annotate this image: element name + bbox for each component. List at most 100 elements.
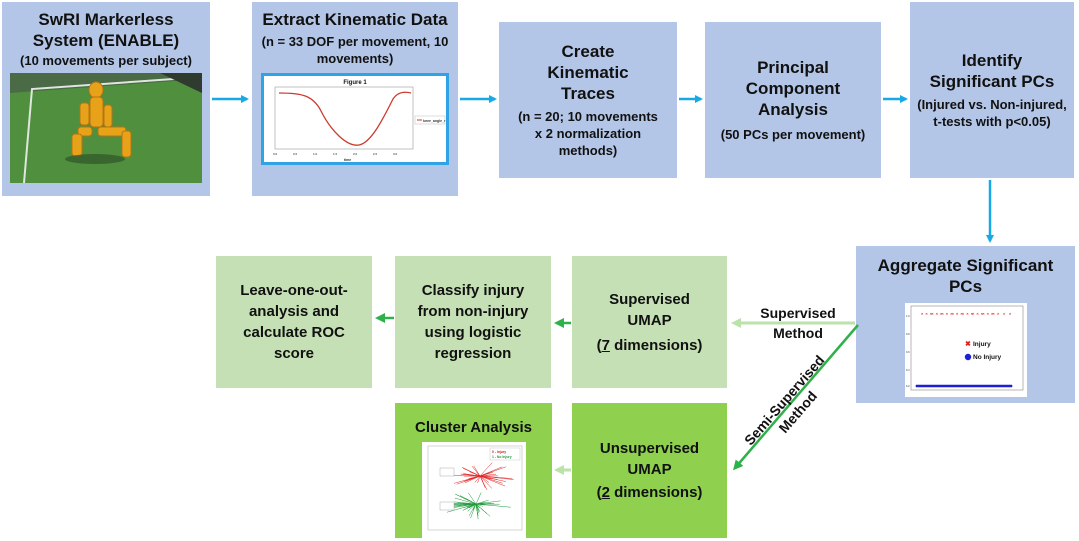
no-injury-marker xyxy=(915,384,918,388)
cluster-ray xyxy=(479,475,505,487)
unsupervised-title: Unsupervised UMAP xyxy=(599,440,700,478)
cluster-box: Cluster Analysis 0 - Injury 1 - No Injur… xyxy=(395,403,552,538)
cluster-ray xyxy=(475,503,486,514)
unsupervised-umap-box: Unsupervised UMAP (2 dimensions) xyxy=(572,403,727,538)
no-injury-marker xyxy=(973,384,976,388)
cluster-ray xyxy=(457,502,476,505)
unsupervised-dims-rest: dimensions) xyxy=(609,484,703,501)
no-injury-marker xyxy=(921,384,924,388)
no-injury-legend-label: No Injury xyxy=(973,354,1002,361)
no-injury-marker xyxy=(959,384,962,388)
extract-sub: (n = 33 DOF per movement, 10 movements) xyxy=(261,34,449,66)
cluster-ray xyxy=(462,503,476,511)
supervised-method-label: Supervised Method xyxy=(748,303,848,343)
no-injury-marker xyxy=(945,384,948,388)
cluster-legend-b: 1 - No Injury xyxy=(492,455,512,459)
arrow-aggregate-to-unsupervised xyxy=(733,324,859,471)
cluster-ray xyxy=(479,475,514,480)
supervised-method-text: Supervised Method xyxy=(760,305,836,341)
swri-title: SwRI Markerless System (ENABLE) xyxy=(32,10,180,50)
supervised-sub: (7 dimensions) xyxy=(596,336,703,354)
identify-title: Identify Significant PCs xyxy=(929,51,1055,91)
no-injury-marker xyxy=(933,384,936,388)
cluster-ray xyxy=(466,503,476,512)
svg-text:1.5: 1.5 xyxy=(333,152,338,156)
no-injury-marker xyxy=(943,384,946,388)
pca-title: Principal Component Analysis xyxy=(745,58,841,119)
aggregate-box: Aggregate Significant PCs ××××××××××××××… xyxy=(856,246,1075,403)
no-injury-marker xyxy=(955,384,958,388)
svg-text:0.0: 0.0 xyxy=(273,152,278,156)
svg-text:0.5: 0.5 xyxy=(293,152,298,156)
cluster-scatter-plot: 0 - Injury 1 - No Injury xyxy=(421,442,526,538)
injury-marker: × xyxy=(961,311,964,316)
no-injury-marker xyxy=(971,384,974,388)
supervised-umap-box: Supervised UMAP (7 dimensions) xyxy=(572,256,727,388)
no-injury-marker xyxy=(995,384,998,388)
injury-marker: × xyxy=(976,311,979,316)
injury-legend-label: Injury xyxy=(973,341,991,348)
no-injury-marker xyxy=(991,384,994,388)
svg-text:1.0: 1.0 xyxy=(906,315,910,318)
no-injury-marker xyxy=(1001,384,1004,388)
no-injury-marker xyxy=(937,384,940,388)
no-injury-markers xyxy=(915,384,1012,388)
supervised-dims: 7 xyxy=(601,336,610,354)
injury-marker: × xyxy=(966,311,969,316)
no-injury-marker xyxy=(1009,384,1012,388)
svg-text:0.6: 0.6 xyxy=(906,351,910,354)
cluster-ray xyxy=(471,465,480,477)
no-injury-marker xyxy=(927,384,930,388)
cluster-ray xyxy=(479,475,492,489)
injury-marker: × xyxy=(970,311,973,316)
loo-box: Leave-one-out-analysis and calculate ROC… xyxy=(216,256,372,388)
cluster-rays xyxy=(440,462,514,520)
no-injury-legend-marker xyxy=(964,353,971,361)
injury-marker: × xyxy=(960,311,963,316)
swri-sub: (10 movements per subject) xyxy=(20,53,192,68)
no-injury-marker xyxy=(931,384,934,388)
cluster-ray xyxy=(479,475,503,484)
cluster-ray xyxy=(461,467,480,477)
no-injury-marker xyxy=(983,384,986,388)
traces-box: Create Kinematic Traces (n = 20; 10 move… xyxy=(499,22,677,178)
no-injury-marker xyxy=(935,384,938,388)
no-injury-marker xyxy=(997,384,1000,388)
no-injury-marker xyxy=(957,384,960,388)
no-injury-marker xyxy=(929,384,932,388)
injury-marker: × xyxy=(1003,311,1006,316)
no-injury-marker xyxy=(949,384,952,388)
cluster-ray xyxy=(475,499,489,505)
svg-text:0.2: 0.2 xyxy=(906,385,910,388)
identify-sub: (Injured vs. Non-injured, t-tests with p… xyxy=(917,97,1067,129)
swri-box: SwRI Markerless System (ENABLE) (10 move… xyxy=(2,2,210,196)
cluster-ray xyxy=(469,503,476,519)
cluster-ray xyxy=(479,473,496,477)
extract-box: Extract Kinematic Data (n = 33 DOF per m… xyxy=(252,2,458,196)
cluster-ray xyxy=(479,472,493,477)
no-injury-marker xyxy=(1003,384,1006,388)
cluster-ray xyxy=(475,503,479,511)
injury-marker: × xyxy=(940,311,943,316)
no-injury-marker xyxy=(925,384,928,388)
cluster-ray xyxy=(479,475,487,491)
svg-text:0.4: 0.4 xyxy=(906,369,910,372)
cluster-ray xyxy=(475,492,481,505)
cluster-ray xyxy=(479,475,506,482)
svg-text:3.0: 3.0 xyxy=(393,152,398,156)
no-injury-marker xyxy=(947,384,950,388)
cluster-ray xyxy=(475,503,483,507)
unsupervised-dims: 2 xyxy=(601,484,610,501)
injury-marker: × xyxy=(925,311,928,316)
loo-title: Leave-one-out-analysis and calculate ROC… xyxy=(240,282,348,362)
injury-marker: × xyxy=(951,311,954,316)
pca-box: Principal Component Analysis (50 PCs per… xyxy=(705,22,881,178)
no-injury-marker xyxy=(951,384,954,388)
no-injury-marker xyxy=(953,384,956,388)
figure1-legend: knee_angle_r xyxy=(423,119,446,123)
no-injury-marker xyxy=(1005,384,1008,388)
no-injury-marker xyxy=(979,384,982,388)
motion-capture-image xyxy=(10,73,202,183)
